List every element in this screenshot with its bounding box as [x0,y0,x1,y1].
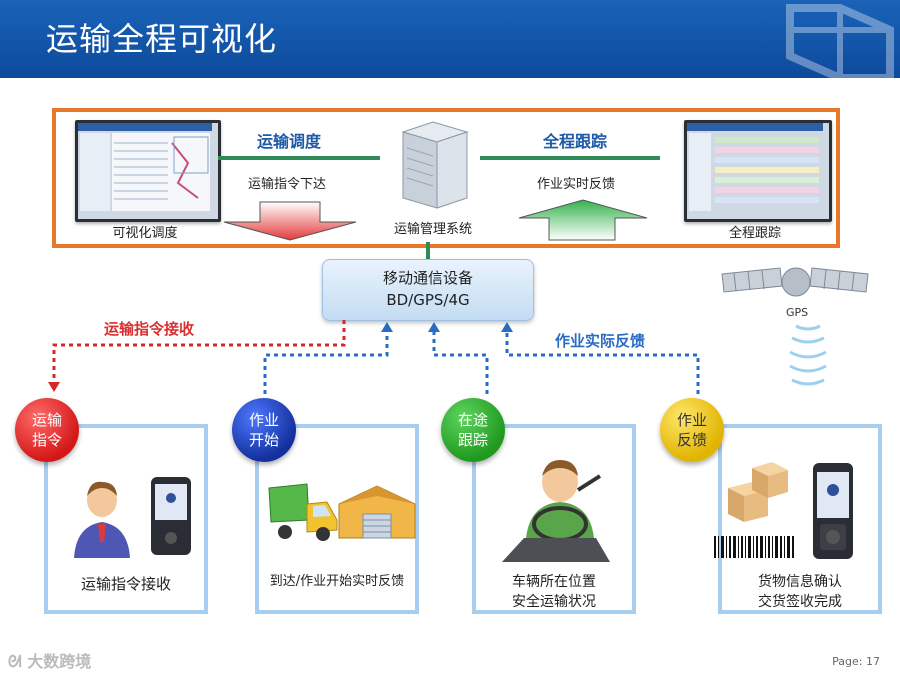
left-monitor-screen [75,120,221,222]
dispatch-title: 运输调度 [257,132,322,151]
warehouse-icon [338,485,416,539]
down-arrow-icon [223,201,357,241]
brand-watermark: ᘛ 大数跨境 [8,648,91,672]
system-link [426,242,430,260]
up-arrow-icon [518,199,648,241]
stage-text-tracking: 车辆所在位置安全运输状况 [512,574,596,610]
tracking-line [480,156,660,160]
page-title: 运输全程可视化 [46,20,278,58]
stage-badge-feedback: 作业反馈 [660,398,724,462]
brand-logo-icon: ᘛ [8,652,22,671]
stage-text-instruction: 运输指令接收 [80,575,171,593]
comm-device-box: 移动通信设备 BD/GPS/4G [322,259,534,321]
comm-line1: 移动通信设备 [382,269,473,287]
receive-flow-label: 运输指令接收 [104,320,195,338]
barcode-icon [714,536,794,558]
phone-icon [813,463,853,559]
comm-line2: BD/GPS/4G [386,291,470,309]
dispatch-line [218,156,380,160]
brand-name: 大数跨境 [27,652,92,671]
person-icon [74,481,130,558]
phone-icon [151,477,191,555]
left-monitor-label: 可视化调度 [112,226,178,241]
stage-text-start: 到达/作业开始实时反馈 [269,574,405,589]
boxes-icon [728,462,788,522]
stage-badge-start: 作业开始 [232,398,296,462]
truck-icon [268,483,338,541]
feedback-flow-label: 作业实际反馈 [555,332,646,350]
page-number: Page: 17 [832,655,880,668]
satellite-icon [721,267,869,297]
header-bar [0,0,900,78]
right-monitor-screen [684,120,832,222]
dispatch-subtitle: 运输指令下达 [248,177,327,192]
tracking-title: 全程跟踪 [543,132,608,151]
gps-label: GPS [786,306,809,319]
cube-logo-icon [786,4,894,78]
stage-badge-tracking: 在途跟踪 [441,398,505,462]
right-monitor-label: 全程跟踪 [728,226,781,241]
signal-waves-icon [789,324,827,386]
stage-text-feedback: 货物信息确认交货签收完成 [758,574,842,610]
server-label: 运输管理系统 [393,222,472,237]
stage-badge-instruction: 运输指令 [15,398,79,462]
driver-icon [502,460,610,562]
tracking-subtitle: 作业实时反馈 [537,177,616,192]
server-icon [401,121,469,209]
